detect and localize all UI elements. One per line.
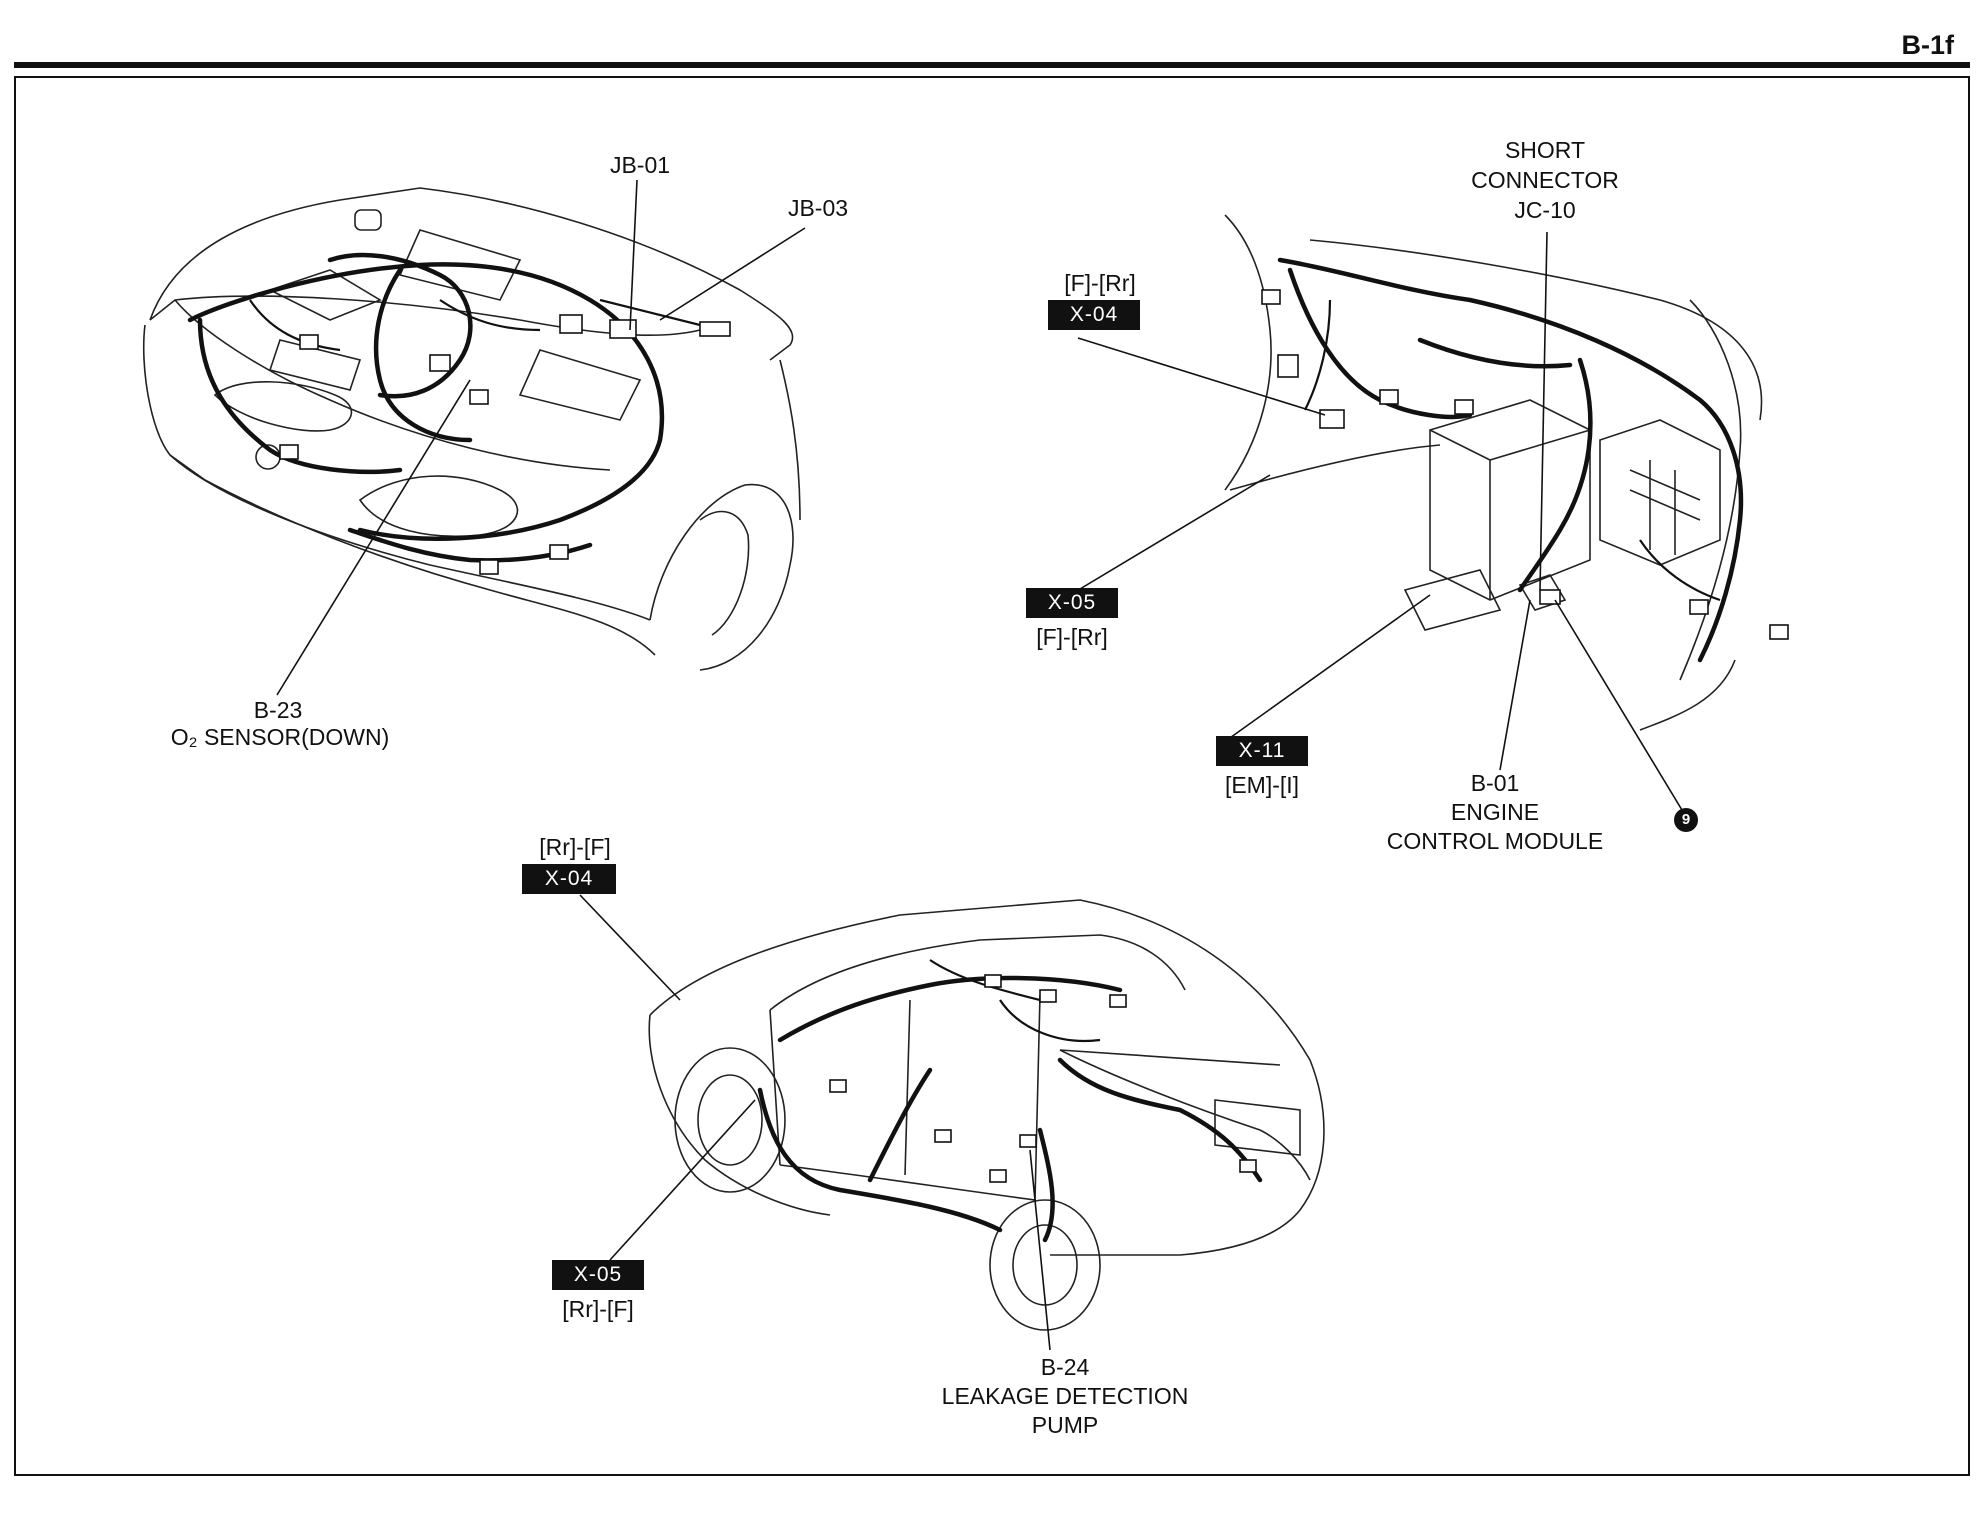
short-connector-label-3: JC-10 [1514,197,1576,223]
x04-top-box: X-04 [1048,300,1140,330]
b24-name-label-1: LEAKAGE DETECTION [941,1383,1189,1409]
b24-code-label: B-24 [1040,1354,1090,1380]
x05-bottom-box: X-05 [552,1260,644,1290]
jb03-label: JB-03 [787,195,849,221]
header-rule [14,62,1970,68]
b23-code-label: B-23 [253,697,303,723]
x05-top-box: X-05 [1026,588,1118,618]
x04-bottom-direction: [Rr]-[F] [539,834,611,860]
x04-bottom-box: X-04 [522,864,616,894]
b01-code-label: B-01 [1470,770,1520,796]
x04-top-direction: [F]-[Rr] [1064,270,1136,296]
x05-top-direction: [F]-[Rr] [1036,624,1108,650]
dashboard-illustration [1069,214,1789,816]
diagram-frame [14,76,1970,1476]
ground-point-9: 9 [1674,808,1698,832]
b24-name-label-2: PUMP [1031,1412,1099,1438]
x11-direction: [EM]-[I] [1224,772,1300,798]
page-number: B-1f [1901,30,1955,60]
engine-bay-illustration [142,179,806,696]
b23-name-label: O₂ SENSOR(DOWN) [170,724,390,750]
b01-name-label-1: ENGINE [1450,799,1540,825]
short-connector-label-2: CONNECTOR [1471,167,1619,193]
short-connector-label-1: SHORT [1504,137,1586,163]
b01-name-label-2: CONTROL MODULE [1386,828,1604,854]
x11-box: X-11 [1216,736,1308,766]
jb01-label: JB-01 [609,152,671,178]
car-side-illustration [579,894,1325,1351]
x05-bottom-direction: [Rr]-[F] [562,1296,634,1322]
